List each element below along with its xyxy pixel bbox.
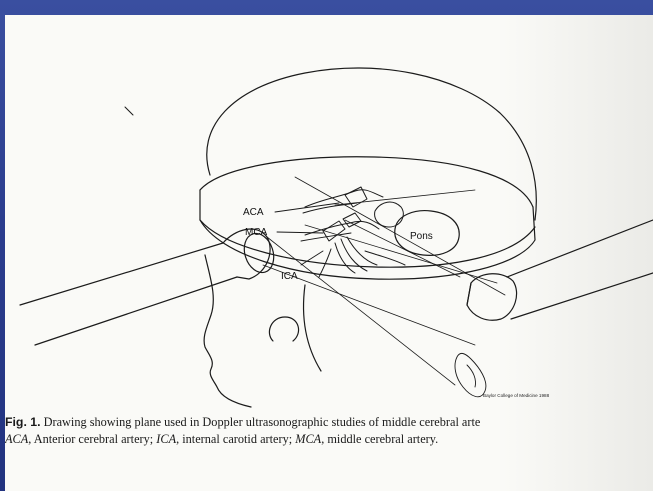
caption-abbrev-ica: ICA — [156, 432, 176, 446]
hand-sketch — [455, 353, 486, 396]
right-transducer-probe — [467, 220, 653, 320]
ear-outline — [269, 317, 298, 341]
ica-label: ICA — [281, 271, 298, 282]
aca-label: ACA — [243, 207, 264, 218]
caption-line-1-text: Drawing showing plane used in Doppler ul… — [41, 415, 481, 429]
copyright-credit: Baylor College of Medicine 1988 — [483, 393, 550, 398]
figure-number: Fig. 1. — [5, 415, 41, 429]
caption-text: , middle cerebral artery. — [321, 432, 438, 446]
brain-doppler-drawing: ACA MCA ICA Pons Baylor College of Medic… — [5, 15, 653, 415]
caption-line-1: Fig. 1. Drawing showing plane used in Do… — [5, 414, 653, 431]
figure-caption: Fig. 1. Drawing showing plane used in Do… — [5, 414, 653, 448]
caption-abbrev-mca: MCA — [295, 432, 321, 446]
left-transducer-probe — [20, 229, 278, 345]
caption-text: , internal carotid artery; — [176, 432, 295, 446]
skull-dome — [207, 68, 537, 220]
mca-label: MCA — [245, 227, 268, 238]
pons-label: Pons — [410, 231, 433, 242]
head-back — [304, 285, 321, 371]
caption-abbrev-aca: ACA — [5, 432, 28, 446]
caption-text: , Anterior cerebral artery; — [28, 432, 156, 446]
cerebral-arteries — [301, 187, 405, 277]
mca-leader — [277, 232, 323, 233]
scan-mark — [125, 107, 133, 115]
caption-line-2: ACA, Anterior cerebral artery; ICA, inte… — [5, 431, 653, 448]
scanned-figure-page: ACA MCA ICA Pons Baylor College of Medic… — [5, 15, 653, 491]
